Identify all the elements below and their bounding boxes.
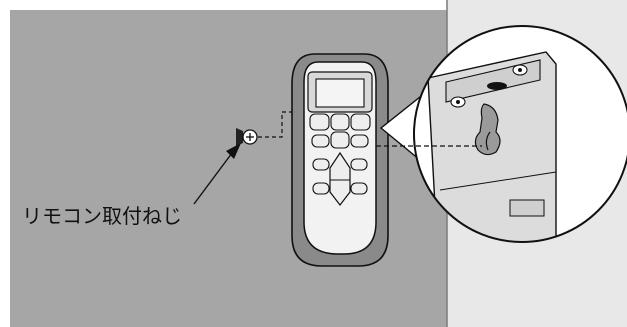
screw-leader-line xyxy=(258,111,298,138)
screw-callout-label: リモコン取付ねじ xyxy=(22,204,182,228)
callout-arrow xyxy=(193,143,241,205)
magnified-holder-icon xyxy=(413,25,627,243)
remote-control-icon xyxy=(303,61,377,255)
screw-icon xyxy=(236,128,258,146)
